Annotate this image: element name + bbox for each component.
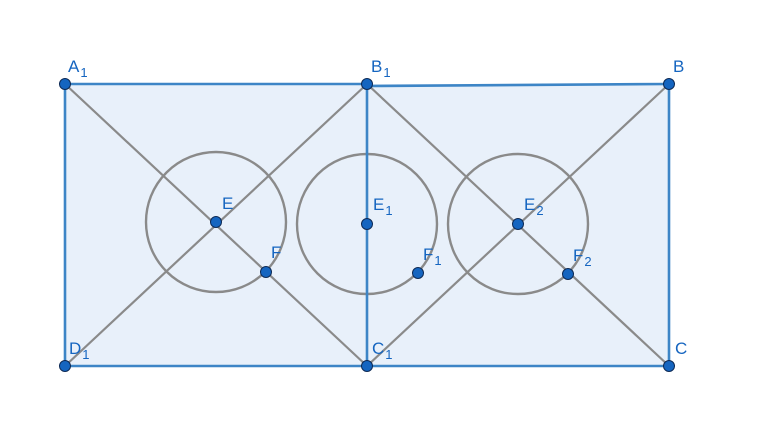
label-F1: F1 [423, 245, 442, 268]
point-E1[interactable] [361, 218, 373, 230]
label-C1: C1 [372, 339, 393, 362]
label-F2: F2 [573, 246, 592, 269]
label-E: E [222, 194, 233, 213]
point-C1[interactable] [361, 360, 373, 372]
point-E[interactable] [210, 216, 222, 228]
label-B: B [673, 57, 684, 76]
label-A1: A1 [68, 57, 88, 80]
point-F1[interactable] [412, 267, 424, 279]
edge-B1-B [366, 82, 670, 88]
point-A1[interactable] [59, 78, 71, 90]
circle-center-E [144, 150, 288, 294]
label-C: C [675, 339, 687, 358]
label-D1: D1 [69, 339, 90, 362]
label-E1: E1 [373, 195, 393, 218]
label-E2: E2 [524, 195, 544, 218]
label-F: F [271, 243, 281, 262]
label-B1: B1 [371, 57, 391, 80]
point-F[interactable] [260, 266, 272, 278]
point-C[interactable] [663, 360, 675, 372]
point-B[interactable] [663, 78, 675, 90]
circle-center-E2 [446, 152, 590, 296]
point-B1[interactable] [361, 78, 373, 90]
point-E2[interactable] [512, 218, 524, 230]
point-D1[interactable] [59, 360, 71, 372]
point-F2[interactable] [562, 268, 574, 280]
